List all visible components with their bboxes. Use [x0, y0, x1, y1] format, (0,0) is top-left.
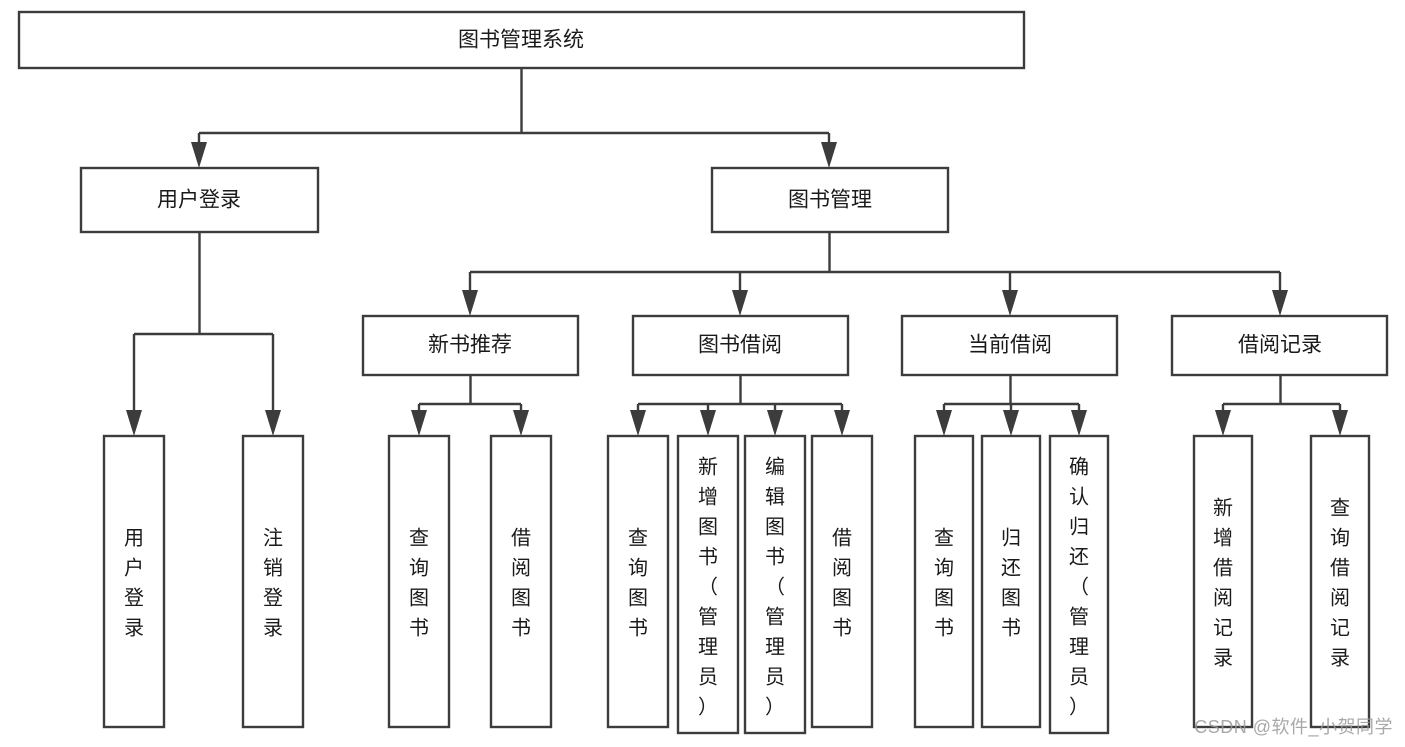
leaf-nbr-borrow-book-box[interactable] [489, 434, 553, 729]
leaf-nbr-query-book-label: 查询图书 [409, 526, 429, 639]
arrow-head-cb-leaf-1 [936, 410, 952, 436]
node-root-box[interactable] [17, 10, 1026, 70]
node-book-borrow-box[interactable] [631, 314, 850, 377]
arrow-head-new-book-recommend [462, 290, 478, 316]
node-user-login-box[interactable] [79, 166, 320, 234]
leaf-node-bb-add-book-admin[interactable]: 新增图书（管理员） [676, 434, 740, 735]
node-current-borrow[interactable]: 当前借阅 [900, 314, 1119, 377]
node-current-borrow-box[interactable] [900, 314, 1119, 377]
leaf-user-logout-label: 注销登录 [263, 526, 283, 639]
leaf-br-query-record-label: 查询借阅记录 [1330, 496, 1350, 669]
arrow-head-book-borrow [732, 290, 748, 316]
leaf-bb-add-book-box[interactable] [676, 434, 740, 735]
leaf-br-add-record-label: 新增借阅记录 [1213, 496, 1233, 669]
leaf-bb-edit-book-box[interactable] [743, 434, 807, 735]
leaf-nbr-borrow-book-label: 借阅图书 [511, 526, 531, 639]
leaf-cb-return-book-box[interactable] [980, 434, 1042, 729]
leaf-node-br-query-record[interactable]: 查询借阅记录 [1309, 434, 1371, 729]
connector-group-book-manage [462, 232, 1288, 316]
leaf-node-cb-query-book[interactable]: 查询图书 [913, 434, 975, 729]
node-borrow-record-label: 借阅记录 [1238, 334, 1322, 357]
arrow-head-bb-leaf-1 [630, 410, 646, 436]
node-new-book-recommend-box[interactable] [361, 314, 580, 377]
connector-group-borrow-record [1215, 375, 1348, 436]
leaf-user-logout-box[interactable] [241, 434, 305, 729]
leaf-cb-confirm-return-label: 确认归还（管理员） [1069, 455, 1089, 718]
node-book-borrow[interactable]: 图书借阅 [631, 314, 850, 377]
node-book-management-box[interactable] [710, 166, 950, 234]
leaf-cb-query-book-label: 查询图书 [934, 526, 954, 639]
connector-group-root [191, 68, 837, 168]
leaf-node-user-login-action[interactable]: 用户登录 [102, 434, 166, 729]
leaf-bb-query-book-box[interactable] [606, 434, 670, 729]
leaf-node-bb-edit-book-admin[interactable]: 编辑图书（管理员） [743, 434, 807, 735]
node-current-borrow-label: 当前借阅 [968, 334, 1052, 357]
leaf-user-login-label: 用户登录 [124, 527, 144, 639]
node-new-book-recommend[interactable]: 新书推荐 [361, 314, 580, 377]
node-user-login[interactable]: 用户登录 [79, 166, 320, 234]
arrow-head-bb-leaf-3 [767, 410, 783, 436]
leaf-bb-borrow-book-label: 借阅图书 [832, 526, 852, 639]
leaf-bb-query-book-label: 查询图书 [628, 526, 648, 639]
leaf-node-nbr-borrow-book[interactable]: 借阅图书 [489, 434, 553, 729]
arrow-head-cb-leaf-2 [1003, 410, 1019, 436]
leaf-node-bb-borrow-book[interactable]: 借阅图书 [810, 434, 874, 729]
node-book-borrow-label: 图书借阅 [698, 334, 782, 357]
connector-group-new-book-recommend [411, 375, 529, 436]
arrow-head-bb-leaf-2 [700, 410, 716, 436]
leaf-node-user-logout-action[interactable]: 注销登录 [241, 434, 305, 729]
node-borrow-record-box[interactable] [1170, 314, 1389, 377]
node-book-management-label: 图书管理 [788, 189, 872, 212]
node-user-login-label: 用户登录 [157, 189, 241, 212]
leaf-node-cb-confirm-return-admin[interactable]: 确认归还（管理员） [1048, 434, 1110, 735]
arrow-head-nbr-leaf-1 [411, 410, 427, 436]
leaf-nbr-query-book-box[interactable] [387, 434, 451, 729]
connector-group-user-login [126, 232, 281, 436]
leaf-node-bb-query-book[interactable]: 查询图书 [606, 434, 670, 729]
connector-group-book-borrow [630, 375, 850, 436]
node-root-book-management-system[interactable]: 图书管理系统 [17, 10, 1026, 70]
leaf-node-nbr-query-book[interactable]: 查询图书 [387, 434, 451, 729]
arrow-head-br-leaf-2 [1332, 410, 1348, 436]
arrow-head-leaf-user-login [126, 410, 142, 436]
arrow-head-leaf-user-logout [265, 410, 281, 436]
leaf-br-query-record-box[interactable] [1309, 434, 1371, 729]
node-book-management[interactable]: 图书管理 [710, 166, 950, 234]
leaf-br-add-record-box[interactable] [1192, 434, 1254, 729]
leaf-node-br-add-record[interactable]: 新增借阅记录 [1192, 434, 1254, 729]
leaf-bb-edit-book-label: 编辑图书（管理员） [765, 455, 785, 718]
arrow-head-br-leaf-1 [1215, 410, 1231, 436]
leaf-cb-query-book-box[interactable] [913, 434, 975, 729]
connector-group-current-borrow [936, 375, 1087, 436]
node-borrow-record[interactable]: 借阅记录 [1170, 314, 1389, 377]
leaf-cb-return-book-label: 归还图书 [1001, 526, 1021, 639]
leaf-user-login-box[interactable] [102, 434, 166, 729]
arrow-head-bb-leaf-4 [834, 410, 850, 436]
leaf-node-cb-return-book[interactable]: 归还图书 [980, 434, 1042, 729]
arrow-head-nbr-leaf-2 [513, 410, 529, 436]
leaf-cb-confirm-return-box[interactable] [1048, 434, 1110, 735]
arrow-head-borrow-record [1272, 290, 1288, 316]
node-new-book-recommend-label: 新书推荐 [428, 334, 512, 357]
node-root-label: 图书管理系统 [458, 29, 584, 52]
leaf-bb-add-book-label: 新增图书（管理员） [698, 455, 718, 718]
arrow-head-user-login [191, 142, 207, 168]
arrow-head-current-borrow [1002, 290, 1018, 316]
leaf-bb-borrow-book-box[interactable] [810, 434, 874, 729]
arrow-head-cb-leaf-3 [1071, 410, 1087, 436]
arrow-head-book-manage [821, 142, 837, 168]
